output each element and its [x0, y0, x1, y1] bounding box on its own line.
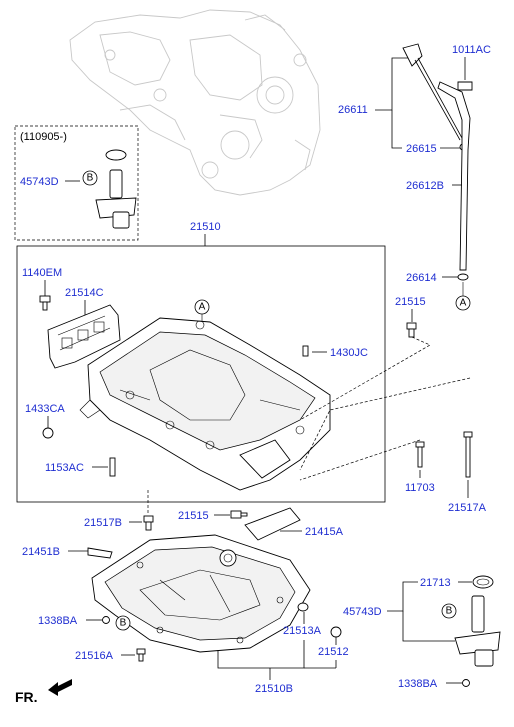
part-label-21510B[interactable]: 21510B — [255, 683, 293, 695]
bolt-1011AC — [457, 81, 473, 91]
drain-plug-21512 — [330, 626, 342, 638]
part-label-1338BA-left[interactable]: 1338BA — [38, 615, 78, 627]
pin-1153AC — [109, 457, 116, 477]
bolt-21515-mid — [230, 510, 248, 519]
part-label-45743D-bottom[interactable]: 45743D — [343, 606, 382, 618]
gasket-21451B — [87, 547, 113, 559]
variant-date-label: (110905-) — [20, 131, 67, 143]
bolt-21515-top — [406, 322, 417, 338]
front-arrow-icon — [48, 679, 72, 696]
part-label-1140EM[interactable]: 1140EM — [22, 267, 62, 279]
oil-strainer-bottom — [454, 595, 501, 667]
upper-oil-pan — [79, 317, 331, 491]
svg-text:B: B — [87, 173, 94, 184]
callout-b-top: B — [82, 170, 98, 186]
part-label-45743D-top[interactable]: 45743D — [20, 176, 59, 188]
svg-text:A: A — [199, 302, 206, 313]
part-label-1338BA-right[interactable]: 1338BA — [398, 678, 438, 690]
bolt-1338BA-left — [102, 616, 110, 624]
part-label-21713[interactable]: 21713 — [420, 577, 451, 589]
dowel-1430JC — [302, 345, 309, 357]
part-label-1430JC[interactable]: 1430JC — [330, 347, 368, 359]
part-label-21515-mid[interactable]: 21515 — [178, 510, 209, 522]
svg-text:A: A — [460, 298, 467, 309]
callout-b-lower: B — [115, 615, 131, 631]
front-direction-label: FR. — [15, 689, 38, 705]
callout-a-top: A — [455, 295, 471, 311]
part-label-21513A[interactable]: 21513A — [283, 625, 322, 637]
callout-a-pan: A — [194, 299, 210, 315]
bolt-1338BA-right — [462, 679, 470, 687]
oil-pan-assembly-box — [16, 245, 386, 503]
o-ring-21713 — [472, 575, 494, 589]
part-label-26612B[interactable]: 26612B — [406, 180, 444, 192]
dipstick-tube — [437, 81, 471, 271]
callout-b-right: B — [441, 603, 457, 619]
baffle-plate — [47, 304, 121, 369]
engine-block-ghost — [69, 9, 321, 196]
bolt-21517A — [463, 431, 473, 478]
oil-strainer-top — [95, 149, 137, 229]
part-label-1011AC[interactable]: 1011AC — [452, 44, 491, 56]
part-label-26615[interactable]: 26615 — [406, 143, 437, 155]
plug-1433CA — [42, 427, 54, 439]
part-label-21415A[interactable]: 21415A — [305, 526, 344, 538]
part-label-21517A[interactable]: 21517A — [448, 502, 487, 514]
part-label-21517B[interactable]: 21517B — [84, 517, 122, 529]
part-label-21512[interactable]: 21512 — [318, 646, 349, 658]
o-ring-26614 — [457, 273, 469, 281]
part-label-21510[interactable]: 21510 — [190, 221, 221, 233]
bolt-11703 — [415, 441, 425, 468]
bolt-21516A — [136, 648, 146, 662]
part-label-1433CA[interactable]: 1433CA — [25, 403, 65, 415]
part-label-21451B[interactable]: 21451B — [22, 546, 60, 558]
part-label-21516A[interactable]: 21516A — [75, 650, 114, 662]
bolt-21517B — [143, 515, 154, 531]
part-label-21514C[interactable]: 21514C — [65, 287, 104, 299]
svg-text:B: B — [446, 606, 453, 617]
part-label-1153AC[interactable]: 1153AC — [45, 462, 84, 474]
washer-21513A — [297, 602, 309, 612]
lower-oil-pan — [91, 534, 311, 653]
part-label-26614[interactable]: 26614 — [406, 272, 437, 284]
bracket-21415A — [244, 507, 301, 541]
part-label-21515-top[interactable]: 21515 — [395, 296, 426, 308]
part-label-26611[interactable]: 26611 — [338, 104, 368, 116]
part-label-11703[interactable]: 11703 — [405, 482, 435, 494]
svg-text:B: B — [120, 618, 127, 629]
variant-box — [14, 125, 139, 241]
bolt-1140EM — [39, 295, 51, 311]
